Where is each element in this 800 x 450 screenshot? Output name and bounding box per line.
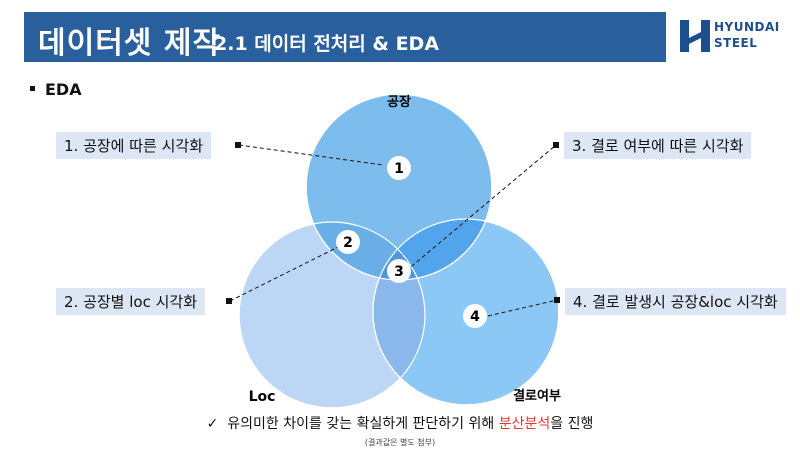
venn-outline-loc <box>238 221 426 409</box>
marker-4-text: 4 <box>470 309 480 325</box>
marker-1-text: 1 <box>394 161 404 177</box>
callout-4: 4. 결로 발생시 공장&loc 시각화 <box>565 288 786 315</box>
marker-2-text: 2 <box>343 235 353 251</box>
callout-2: 2. 공장별 loc 시각화 <box>56 288 206 315</box>
footer-note: (결과값은 별도 첨부) <box>364 438 436 447</box>
footer-text-after: 을 진행 <box>550 416 594 432</box>
slide-subtitle: 2.1 데이터 전처리 & EDA <box>214 33 440 55</box>
marker-3 <box>387 259 411 283</box>
connector-3-end-icon <box>553 142 559 148</box>
connector-1-end-icon <box>235 142 241 148</box>
connector-3 <box>405 144 557 272</box>
slide-title: 데이터셋 제작 <box>38 26 222 61</box>
footer-statement: ✓ 유의미한 차이를 갖는 확실하게 판단하기 위해 분산분석을 진행 <box>0 413 800 433</box>
footer-text-before: 유의미한 차이를 갖는 확실하게 판단하기 위해 <box>227 416 499 432</box>
callout-3: 3. 결로 여부에 따른 시각화 <box>564 132 752 159</box>
connector-1 <box>238 144 384 166</box>
section-heading: EDA <box>30 80 82 99</box>
circle-label-loc: Loc <box>249 389 276 405</box>
connector-2-end-icon <box>226 298 232 304</box>
circle-label-condensation: 결로여부 <box>513 388 561 404</box>
check-icon: ✓ <box>206 416 219 432</box>
connector-4-end-icon <box>554 297 560 303</box>
overlap-factory-loc <box>306 222 425 280</box>
marker-1 <box>387 156 411 180</box>
square-bullet-icon <box>30 86 35 91</box>
marker-3-text: 3 <box>394 264 404 280</box>
overlap-factory-condensation <box>373 219 492 280</box>
logo-text-line2: STEEL <box>714 36 758 50</box>
circle-label-factory: 공장 <box>387 94 411 110</box>
header-banner: 데이터셋 제작 2.1 데이터 전처리 & EDA <box>24 12 666 62</box>
connector-4 <box>487 299 558 317</box>
section-heading-text: EDA <box>45 80 82 99</box>
marker-4 <box>463 304 487 328</box>
venn-outline-condensation <box>372 218 560 406</box>
callout-1: 1. 공장에 따른 시각화 <box>56 132 212 159</box>
marker-2 <box>336 230 360 254</box>
logo-h-mark-icon <box>680 20 710 52</box>
hyundai-steel-logo: HYUNDAI STEEL <box>680 18 790 58</box>
footer-highlight: 분산분석 <box>498 416 551 432</box>
logo-text-line1: HYUNDAI <box>714 20 780 34</box>
